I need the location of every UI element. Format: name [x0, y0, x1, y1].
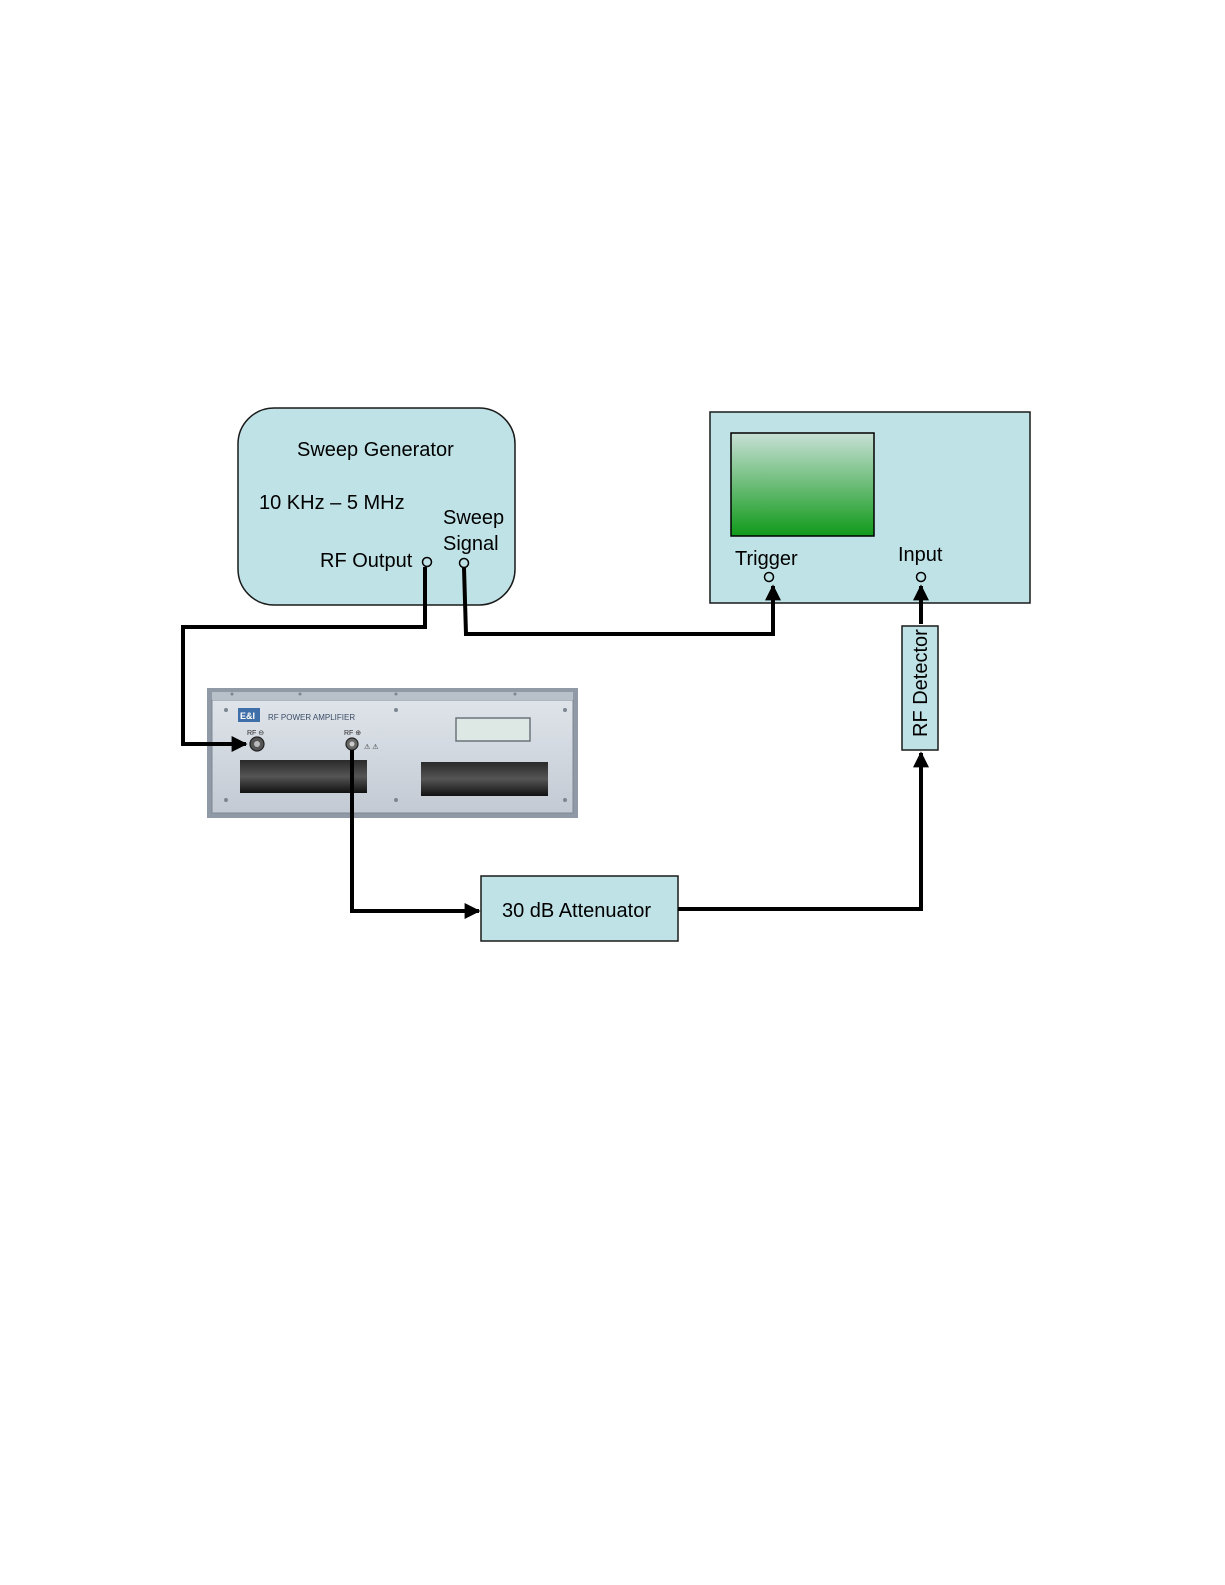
trigger-port — [765, 573, 774, 582]
input-label: Input — [898, 544, 943, 566]
sweep-signal-port — [460, 559, 469, 568]
amplifier-display — [456, 718, 530, 741]
rf-output-label: RF Output — [320, 550, 413, 572]
sweep-signal-label-line2: Signal — [443, 533, 499, 555]
amplifier-input-connector — [250, 737, 264, 751]
rf-output-port — [423, 558, 432, 567]
oscilloscope-screen — [731, 433, 874, 536]
rf-in-connector-label: RF ⊕ — [344, 730, 361, 737]
sweep-generator: Sweep Generator 10 KHz – 5 MHz Sweep Sig… — [238, 408, 515, 605]
amplifier-vent-right — [421, 762, 548, 796]
brand-logo-text: E&I — [240, 711, 255, 721]
rf-detector-label: RF Detector — [910, 629, 932, 737]
rf-out-connector-label: RF ⊖ — [247, 730, 264, 737]
sweep-signal-label-line1: Sweep — [443, 507, 504, 529]
trigger-label: Trigger — [735, 548, 798, 570]
oscilloscope: Trigger Input — [710, 412, 1030, 603]
rf-detector: RF Detector — [902, 626, 938, 750]
wire-attenuator-to-rf-detector — [678, 753, 921, 909]
amplifier-top-edge — [212, 692, 573, 700]
rf-power-amplifier: E&I RF POWER AMPLIFIER RF ⊖ RF ⊕ ⚠ ⚠ — [207, 688, 578, 818]
amplifier-title: RF POWER AMPLIFIER — [268, 713, 355, 722]
sweep-generator-range: 10 KHz – 5 MHz — [259, 492, 405, 514]
amplifier-output-connector — [346, 738, 358, 750]
amplifier-vent-left — [240, 760, 367, 793]
amplifier-front-panel — [212, 700, 573, 813]
input-port — [917, 573, 926, 582]
attenuator-label: 30 dB Attenuator — [502, 900, 651, 922]
sweep-generator-title: Sweep Generator — [297, 439, 454, 461]
attenuator: 30 dB Attenuator — [481, 876, 678, 941]
warning-icons: ⚠ ⚠ — [364, 743, 379, 751]
